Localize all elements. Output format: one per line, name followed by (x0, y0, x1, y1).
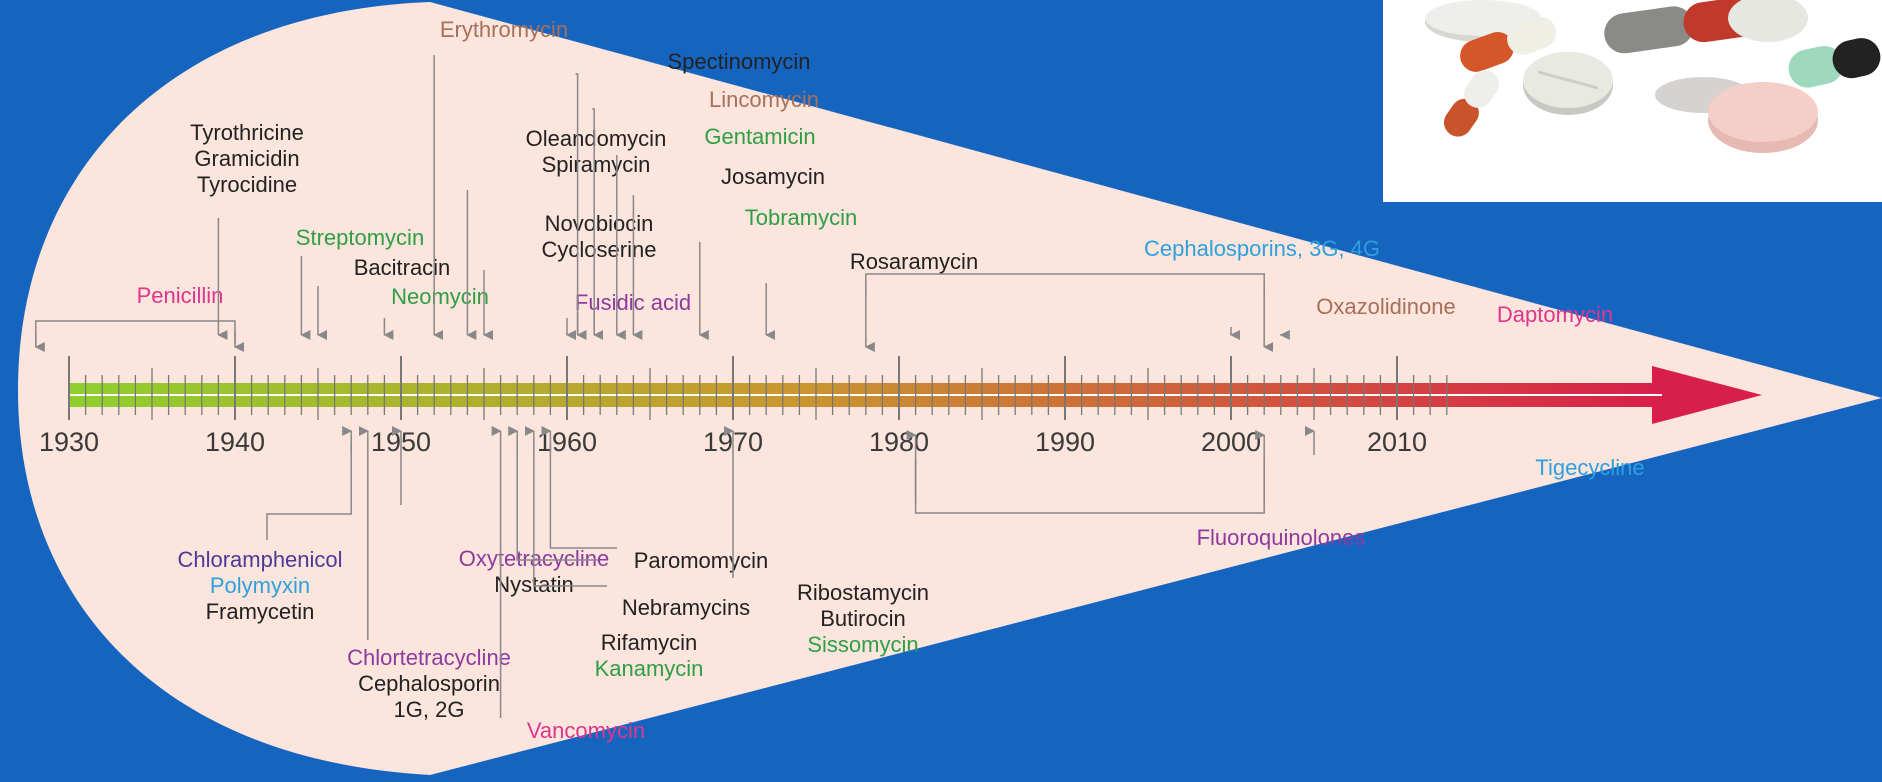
event-label: Oleandomycin (526, 126, 667, 151)
year-label-1960: 1960 (537, 427, 597, 457)
year-label-1940: 1940 (205, 427, 265, 457)
event-label: Tyrothricine (190, 120, 304, 145)
event-label: Lincomycin (709, 87, 819, 112)
event-label: Tobramycin (745, 205, 857, 230)
event-label: 1G, 2G (394, 697, 465, 722)
event-label: Vancomycin (527, 718, 645, 743)
event-label: Framycetin (206, 599, 315, 624)
event-label: Rosaramycin (850, 249, 978, 274)
event-label: Penicillin (137, 283, 224, 308)
event-label: Novobiocin (545, 211, 654, 236)
event-label: Chlortetracycline (347, 645, 511, 670)
year-label-1980: 1980 (869, 427, 929, 457)
event-label: Erythromycin (440, 17, 568, 42)
event-label: Tigecycline (1535, 455, 1644, 480)
event-label: Polymyxin (210, 573, 310, 598)
event-label: Bacitracin (354, 255, 451, 280)
event-label: Gramicidin (194, 146, 299, 171)
pills-photo (1383, 0, 1882, 202)
event-label: Oxazolidinone (1316, 294, 1455, 319)
event-label: Tyrocidine (197, 172, 297, 197)
event-label: Neomycin (391, 284, 489, 309)
event-label: Daptomycin (1497, 302, 1613, 327)
event-label: Spectinomycin (667, 49, 810, 74)
event-label: Cycloserine (542, 237, 657, 262)
event-label: Josamycin (721, 164, 825, 189)
event-label: Butirocin (820, 606, 906, 631)
event-label: Gentamicin (704, 124, 815, 149)
event-label: Spiramycin (542, 152, 651, 177)
event-label: Chloramphenicol (177, 547, 342, 572)
event-label: Fluoroquinolones (1197, 525, 1366, 550)
event-label: Cephalosporin (358, 671, 500, 696)
event-label: Cephalosporins, 3G, 4G (1144, 236, 1380, 261)
year-label-1990: 1990 (1035, 427, 1095, 457)
event-label: Paromomycin (634, 548, 768, 573)
pills-image (1383, 0, 1882, 202)
year-label-2010: 2010 (1367, 427, 1427, 457)
year-label-1930: 1930 (39, 427, 99, 457)
event-label: Streptomycin (296, 225, 424, 250)
event-label: Nebramycins (622, 595, 750, 620)
year-label-2000: 2000 (1201, 427, 1261, 457)
event-label: Kanamycin (595, 656, 704, 681)
event-label: Rifamycin (601, 630, 698, 655)
event-label: Sissomycin (807, 632, 918, 657)
event-label: Ribostamycin (797, 580, 929, 605)
